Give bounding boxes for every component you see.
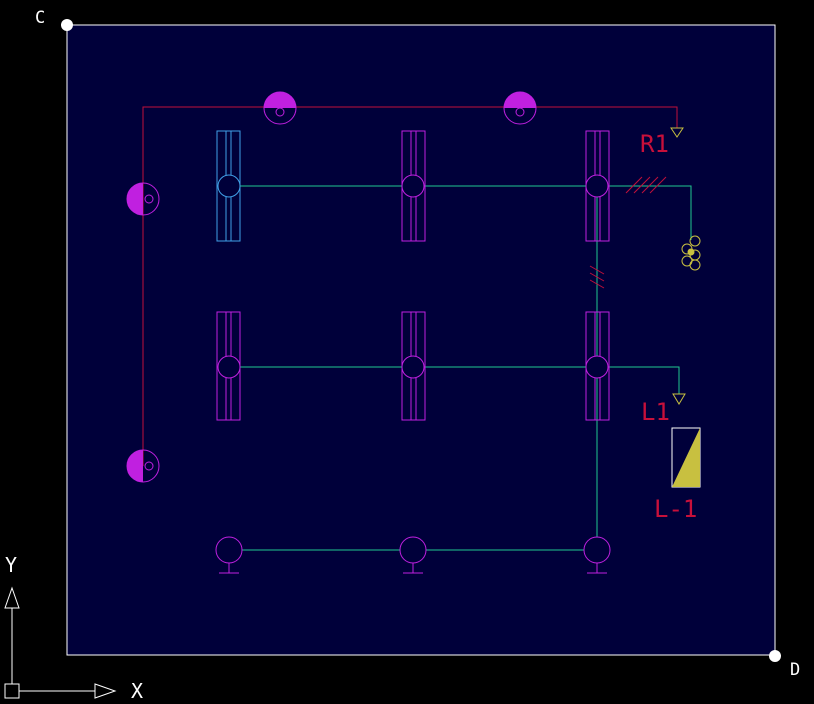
ground-symbol-icon[interactable] <box>583 536 611 574</box>
red-wire[interactable] <box>142 106 678 466</box>
ucs-y-label: Y <box>5 553 17 577</box>
ucs-x-label: X <box>131 679 143 703</box>
label-r1[interactable]: R1 <box>640 130 669 158</box>
ground-symbol-icon[interactable] <box>399 536 427 574</box>
wire-hash-marks <box>589 176 667 289</box>
fixture-r1c3[interactable] <box>585 130 610 242</box>
ucs-icon <box>4 586 117 699</box>
green-wire-row2[interactable] <box>229 366 680 394</box>
half-filled-circle-icon[interactable] <box>503 91 537 125</box>
corner-label-c: C <box>35 8 45 28</box>
cluster-icon[interactable] <box>681 235 701 271</box>
ground-symbol-icon[interactable] <box>215 536 243 574</box>
fixture-r1c2[interactable] <box>401 130 426 242</box>
corner-label-d: D <box>790 660 800 680</box>
fixture-r2c2[interactable] <box>401 311 426 421</box>
half-filled-circle-icon[interactable] <box>126 182 160 216</box>
label-l-1[interactable]: L-1 <box>654 495 697 523</box>
corner-grip-d[interactable] <box>769 650 781 662</box>
fixture-r2c1[interactable] <box>216 311 241 421</box>
corner-grip-c[interactable] <box>61 19 73 31</box>
fixture-r2c3[interactable] <box>585 311 610 421</box>
panel-l1[interactable] <box>671 427 701 488</box>
arrow-triangle-icon <box>670 127 684 138</box>
fixture-r1c1[interactable] <box>216 130 241 242</box>
half-filled-circle-icon[interactable] <box>126 449 160 483</box>
arrow-triangle-icon <box>672 393 686 405</box>
label-l1[interactable]: L1 <box>641 398 670 426</box>
half-filled-circle-icon[interactable] <box>263 91 297 125</box>
green-wire-row1[interactable] <box>229 185 692 240</box>
